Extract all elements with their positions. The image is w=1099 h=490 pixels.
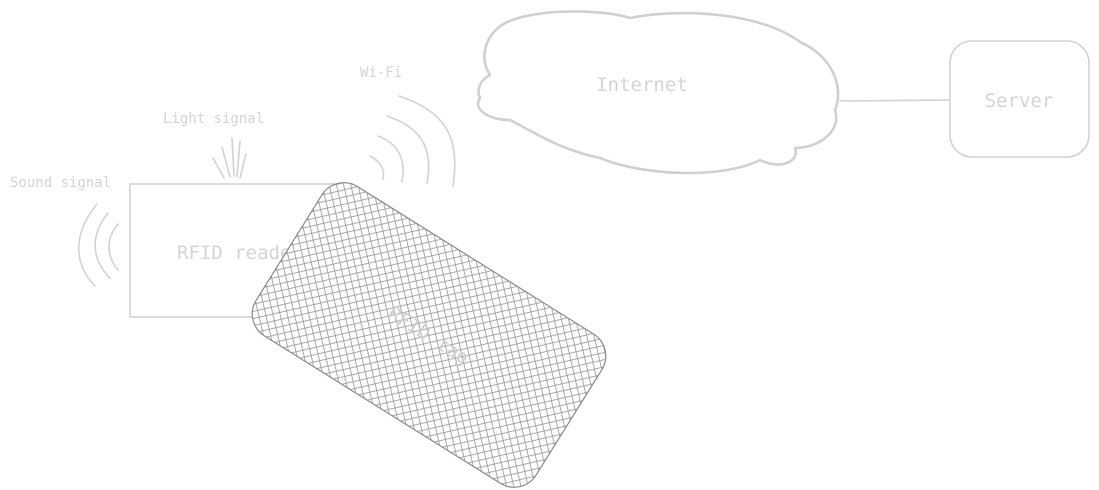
light-rays-icon: [212, 137, 247, 179]
light-signal-label: Light signal: [163, 111, 264, 127]
sound-signal-label: Sound signal: [10, 175, 111, 191]
wifi-waves-icon: [369, 95, 456, 187]
server-label: Server: [985, 90, 1054, 112]
wifi-label: Wi-Fi: [360, 65, 402, 81]
internet-server-link: [839, 99, 951, 102]
server-box: [949, 40, 1090, 158]
internet-cloud-shape: [476, 10, 840, 175]
rfid-tag-card: RFID tag: [251, 182, 607, 488]
rfid-reader-label: RFID reader: [177, 242, 303, 264]
internet-label: Internet: [596, 74, 688, 96]
sound-waves-icon: [77, 203, 119, 287]
